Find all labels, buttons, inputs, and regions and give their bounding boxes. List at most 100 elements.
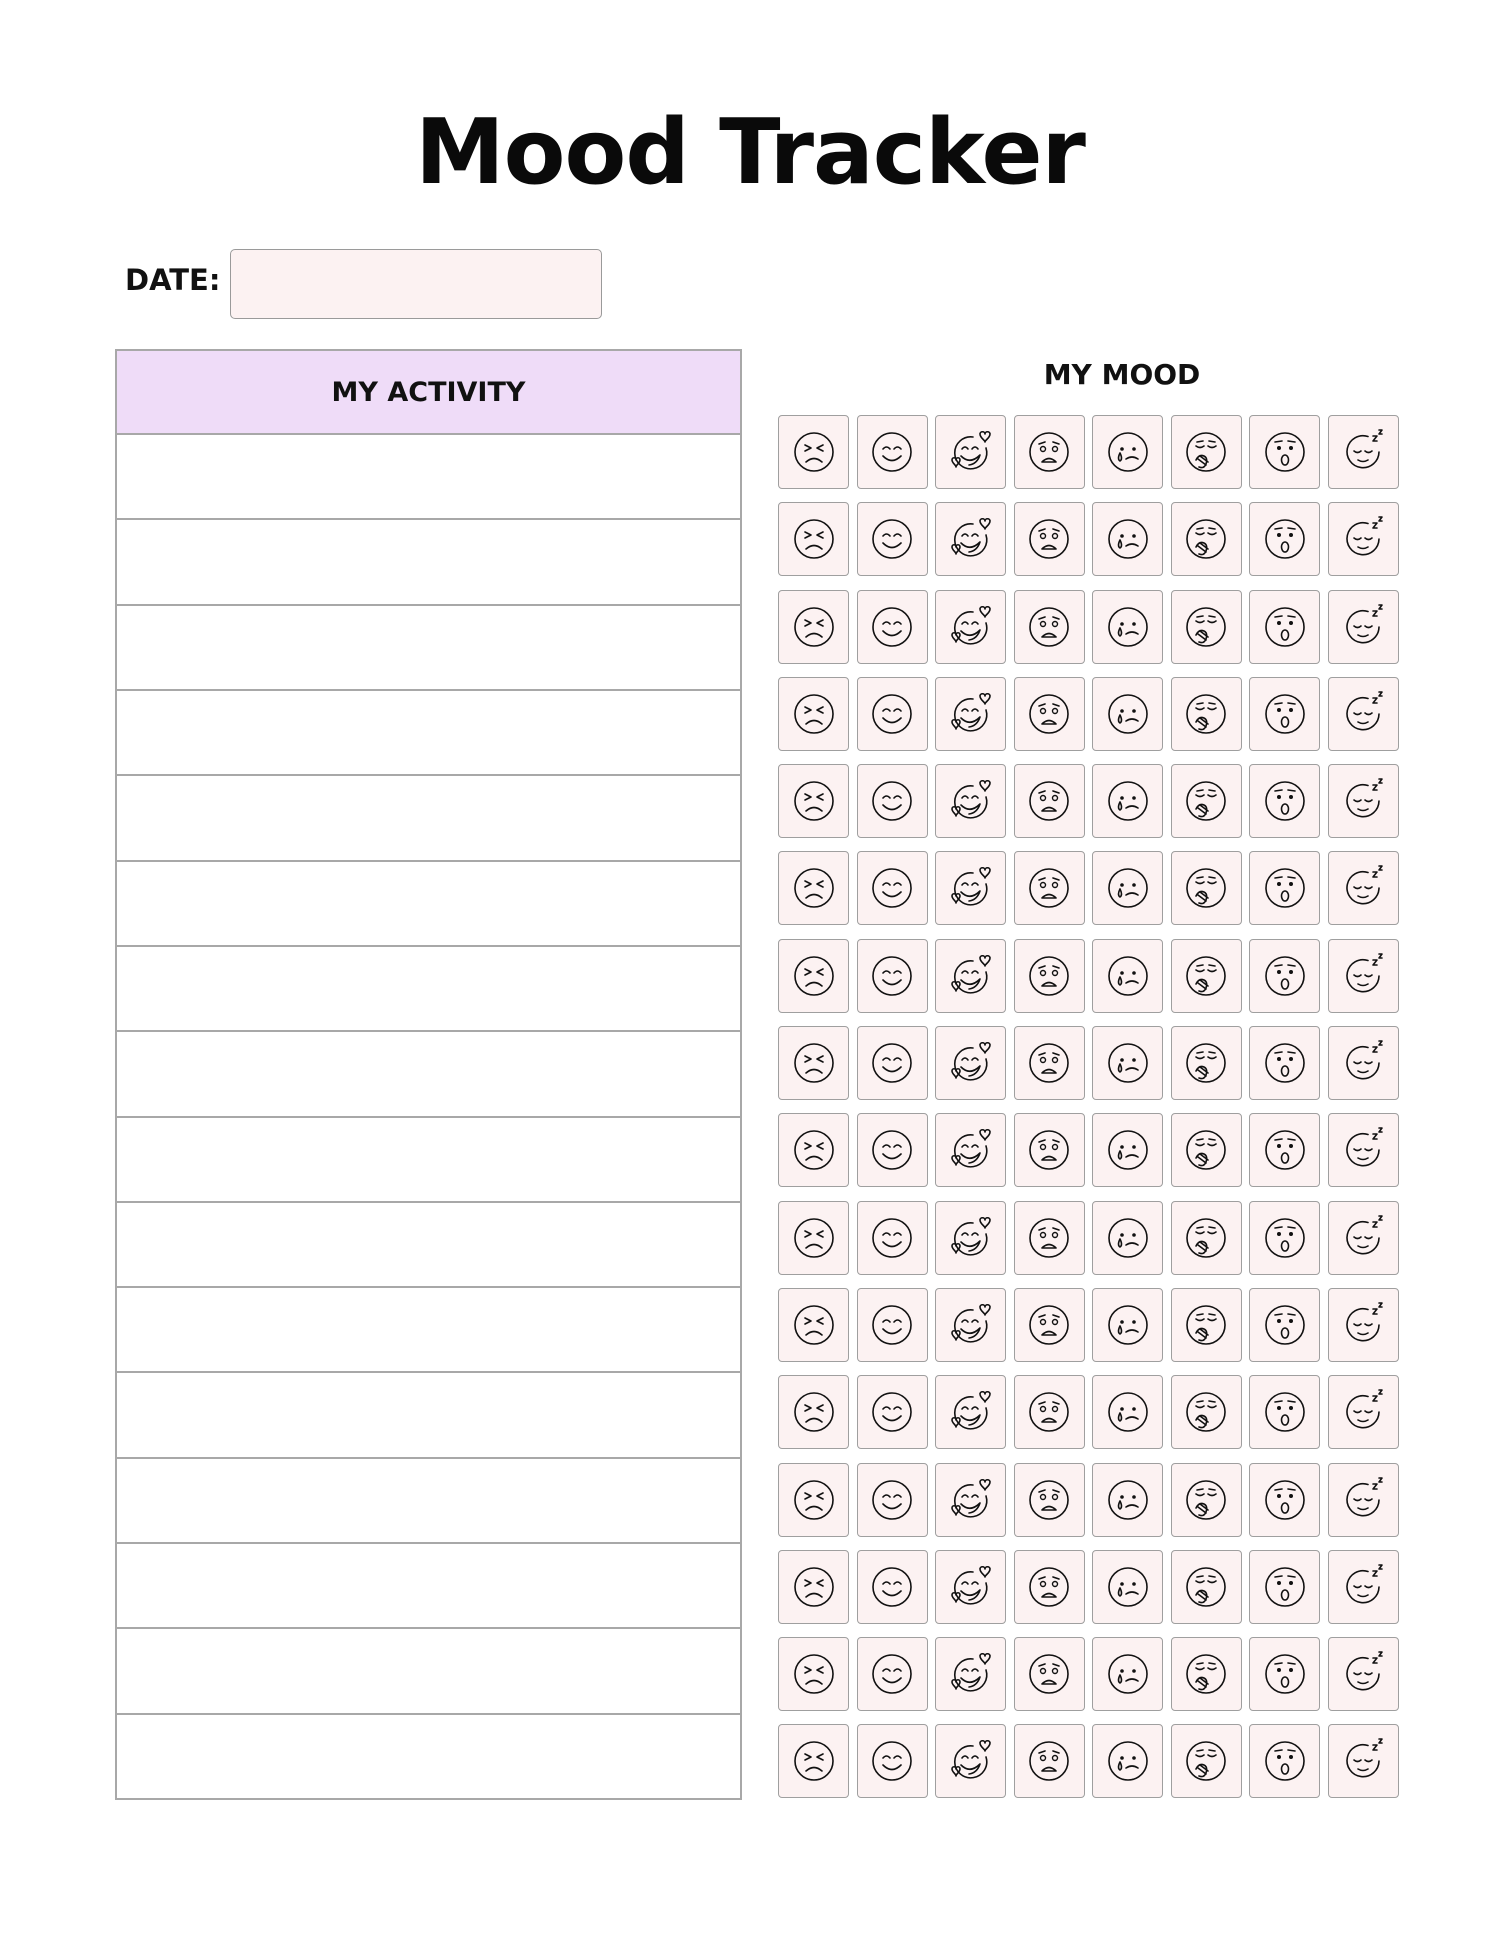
activity-row[interactable] <box>117 1715 740 1798</box>
mood-option-face-with-hearts[interactable] <box>935 502 1006 577</box>
activity-row[interactable] <box>117 776 740 862</box>
mood-option-face-with-hearts[interactable] <box>935 1549 1006 1624</box>
mood-option-face-with-hearts[interactable] <box>935 1113 1006 1188</box>
mood-option-sleeping-face[interactable] <box>1327 1637 1399 1712</box>
mood-option-smiling-face[interactable] <box>856 1724 928 1799</box>
mood-option-anxious-face[interactable] <box>1013 1549 1085 1624</box>
mood-option-smiling-face[interactable] <box>856 589 928 664</box>
mood-option-angry-face[interactable] <box>778 1637 849 1712</box>
mood-option-sleeping-face[interactable] <box>1327 1200 1399 1275</box>
mood-option-crying-face[interactable] <box>1092 1026 1163 1101</box>
mood-option-face-with-hearts[interactable] <box>935 1026 1006 1101</box>
mood-option-anxious-face[interactable] <box>1013 938 1085 1013</box>
mood-option-sleeping-face[interactable] <box>1327 1549 1399 1624</box>
mood-option-angry-face[interactable] <box>778 1462 849 1537</box>
mood-option-angry-face[interactable] <box>778 851 849 926</box>
mood-option-smiling-face[interactable] <box>856 502 928 577</box>
mood-option-surprised-face[interactable] <box>1249 1375 1320 1450</box>
mood-option-surprised-face[interactable] <box>1249 764 1320 839</box>
mood-option-angry-face[interactable] <box>778 1549 849 1624</box>
mood-option-yawning-face[interactable] <box>1170 764 1242 839</box>
mood-option-crying-face[interactable] <box>1092 502 1163 577</box>
mood-option-sleeping-face[interactable] <box>1327 764 1399 839</box>
activity-row[interactable] <box>117 1459 740 1545</box>
mood-option-surprised-face[interactable] <box>1249 502 1320 577</box>
mood-option-surprised-face[interactable] <box>1249 1287 1320 1362</box>
mood-option-surprised-face[interactable] <box>1249 415 1320 489</box>
mood-option-yawning-face[interactable] <box>1170 851 1242 926</box>
mood-option-smiling-face[interactable] <box>856 676 928 751</box>
mood-option-smiling-face[interactable] <box>856 415 928 489</box>
mood-option-smiling-face[interactable] <box>856 1462 928 1537</box>
mood-option-yawning-face[interactable] <box>1170 415 1242 489</box>
mood-option-yawning-face[interactable] <box>1170 1026 1242 1101</box>
activity-row[interactable] <box>117 435 740 521</box>
mood-option-face-with-hearts[interactable] <box>935 764 1006 839</box>
mood-option-face-with-hearts[interactable] <box>935 1287 1006 1362</box>
mood-option-anxious-face[interactable] <box>1013 676 1085 751</box>
mood-option-angry-face[interactable] <box>778 1026 849 1101</box>
mood-option-anxious-face[interactable] <box>1013 502 1085 577</box>
mood-option-smiling-face[interactable] <box>856 764 928 839</box>
mood-option-sleeping-face[interactable] <box>1327 1375 1399 1450</box>
activity-row[interactable] <box>117 606 740 691</box>
mood-option-anxious-face[interactable] <box>1013 1375 1085 1450</box>
mood-option-angry-face[interactable] <box>778 1724 849 1799</box>
activity-row[interactable] <box>117 1203 740 1289</box>
mood-option-crying-face[interactable] <box>1092 1462 1163 1537</box>
mood-option-angry-face[interactable] <box>778 1375 849 1450</box>
mood-option-angry-face[interactable] <box>778 415 849 489</box>
mood-option-sleeping-face[interactable] <box>1327 676 1399 751</box>
mood-option-yawning-face[interactable] <box>1170 676 1242 751</box>
mood-option-crying-face[interactable] <box>1092 1113 1163 1188</box>
mood-option-crying-face[interactable] <box>1092 1375 1163 1450</box>
mood-option-yawning-face[interactable] <box>1170 1113 1242 1188</box>
date-field[interactable] <box>230 249 602 319</box>
mood-option-face-with-hearts[interactable] <box>935 415 1006 489</box>
activity-row[interactable] <box>117 1373 740 1459</box>
activity-row[interactable] <box>117 1032 740 1118</box>
mood-option-angry-face[interactable] <box>778 676 849 751</box>
mood-option-surprised-face[interactable] <box>1249 1549 1320 1624</box>
mood-option-face-with-hearts[interactable] <box>935 1375 1006 1450</box>
mood-option-crying-face[interactable] <box>1092 1200 1163 1275</box>
mood-option-face-with-hearts[interactable] <box>935 1462 1006 1537</box>
mood-option-smiling-face[interactable] <box>856 851 928 926</box>
mood-option-crying-face[interactable] <box>1092 1637 1163 1712</box>
mood-option-smiling-face[interactable] <box>856 1549 928 1624</box>
activity-row[interactable] <box>117 947 740 1033</box>
activity-row[interactable] <box>117 691 740 777</box>
mood-option-anxious-face[interactable] <box>1013 1637 1085 1712</box>
mood-option-crying-face[interactable] <box>1092 1287 1163 1362</box>
activity-row[interactable] <box>117 862 740 947</box>
mood-option-face-with-hearts[interactable] <box>935 1637 1006 1712</box>
mood-option-crying-face[interactable] <box>1092 589 1163 664</box>
mood-option-anxious-face[interactable] <box>1013 764 1085 839</box>
mood-option-anxious-face[interactable] <box>1013 851 1085 926</box>
mood-option-face-with-hearts[interactable] <box>935 589 1006 664</box>
mood-option-yawning-face[interactable] <box>1170 1375 1242 1450</box>
mood-option-yawning-face[interactable] <box>1170 1200 1242 1275</box>
mood-option-angry-face[interactable] <box>778 938 849 1013</box>
mood-option-anxious-face[interactable] <box>1013 1026 1085 1101</box>
mood-option-sleeping-face[interactable] <box>1327 1724 1399 1799</box>
mood-option-angry-face[interactable] <box>778 764 849 839</box>
mood-option-smiling-face[interactable] <box>856 1026 928 1101</box>
activity-row[interactable] <box>117 1118 740 1203</box>
mood-option-angry-face[interactable] <box>778 1200 849 1275</box>
mood-option-yawning-face[interactable] <box>1170 938 1242 1013</box>
mood-option-surprised-face[interactable] <box>1249 851 1320 926</box>
activity-row[interactable] <box>117 520 740 606</box>
mood-option-yawning-face[interactable] <box>1170 1462 1242 1537</box>
mood-option-crying-face[interactable] <box>1092 415 1163 489</box>
mood-option-anxious-face[interactable] <box>1013 1724 1085 1799</box>
mood-option-yawning-face[interactable] <box>1170 1637 1242 1712</box>
mood-option-anxious-face[interactable] <box>1013 415 1085 489</box>
mood-option-crying-face[interactable] <box>1092 851 1163 926</box>
mood-option-smiling-face[interactable] <box>856 1113 928 1188</box>
mood-option-yawning-face[interactable] <box>1170 589 1242 664</box>
mood-option-sleeping-face[interactable] <box>1327 1026 1399 1101</box>
activity-row[interactable] <box>117 1288 740 1374</box>
mood-option-surprised-face[interactable] <box>1249 938 1320 1013</box>
mood-option-face-with-hearts[interactable] <box>935 1724 1006 1799</box>
